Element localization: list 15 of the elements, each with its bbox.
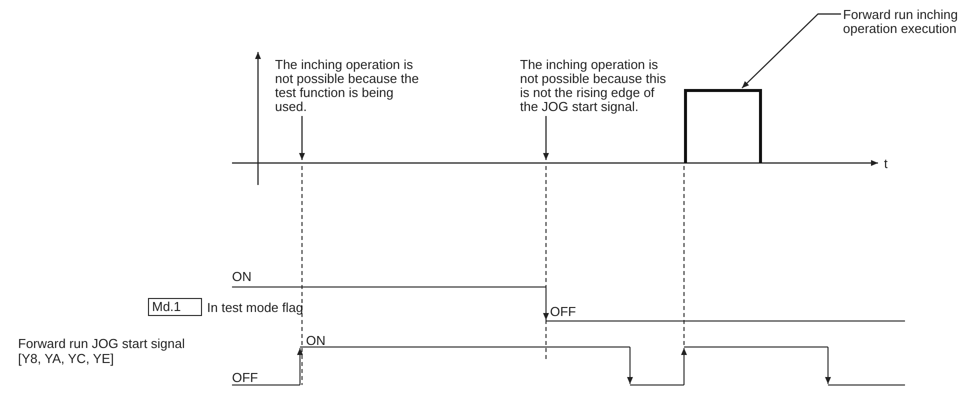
signal-state: ON bbox=[232, 269, 252, 284]
arrow bbox=[543, 116, 549, 160]
device-label: Md.1 bbox=[148, 298, 202, 316]
callout-text: The inching operation is not possible because this is not the rising edge of the JOG start signal. bbox=[520, 58, 666, 114]
callout-text: Forward run inching operation execution bbox=[843, 8, 971, 36]
signal-state: ON bbox=[306, 333, 326, 348]
pulse-outline bbox=[684, 89, 762, 163]
arrow bbox=[299, 116, 305, 160]
axis-label: t bbox=[884, 156, 888, 171]
signal-name: Forward run JOG start signal [Y8, YA, YC, YE] bbox=[18, 336, 186, 366]
signal-name: In test mode flag bbox=[207, 301, 304, 314]
signal-state: OFF bbox=[550, 304, 576, 319]
signal-state: OFF bbox=[232, 370, 258, 385]
leader-line bbox=[742, 13, 841, 88]
callout-text: The inching operation is not possible because the test function is being used. bbox=[275, 58, 421, 114]
